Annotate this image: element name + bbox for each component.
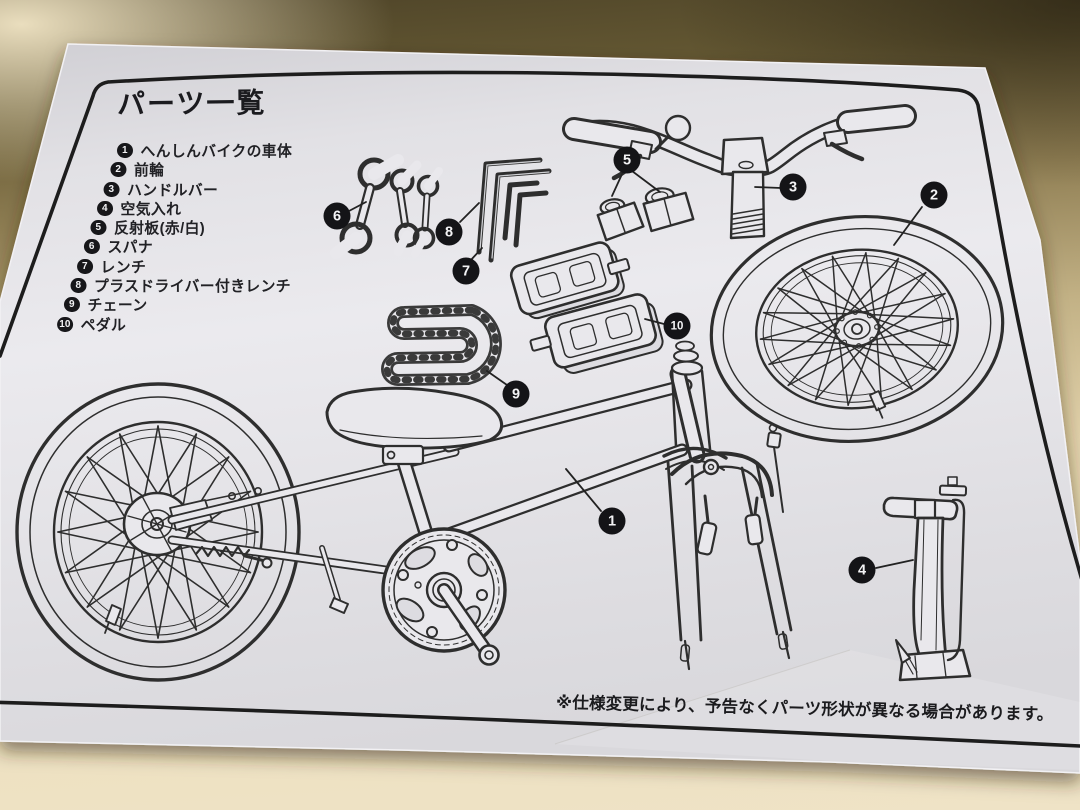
- part-label: 空気入れ: [120, 202, 182, 219]
- part-number-badge: 8: [70, 277, 86, 294]
- pump-barrel: [912, 516, 948, 662]
- part-number-badge: 7: [77, 258, 93, 275]
- parts-list-item: 9 チェーン: [63, 295, 284, 315]
- parts-list-item: 8 プラスドライバー付きレンチ: [70, 276, 291, 296]
- parts-list-item: 3 ハンドルバー: [103, 180, 324, 199]
- part-label: プラスドライバー付きレンチ: [93, 279, 291, 296]
- part-label: スパナ: [107, 240, 153, 257]
- chain-illustration: [381, 304, 502, 386]
- stem-clamp: [720, 136, 770, 176]
- hex-key-illustration: [476, 157, 552, 263]
- callout-9-chain: 9: [502, 380, 530, 408]
- part-number-badge: 10: [57, 316, 73, 333]
- fork-illustration: [662, 340, 793, 671]
- parts-list-item: 7 レンチ: [77, 257, 297, 276]
- saddle: [325, 386, 504, 450]
- part-label: ハンドルバー: [127, 182, 219, 199]
- bell: [664, 114, 692, 142]
- stem-shaft: [729, 170, 766, 240]
- parts-list-item: 2 前輪: [110, 160, 330, 179]
- front-wheel-spokes: [759, 252, 955, 406]
- pedal-illustration: [509, 241, 664, 374]
- callout-8-driver-wrench: 8: [435, 218, 463, 246]
- spanner-illustration: [330, 154, 443, 259]
- callout-2-front-wheel: 2: [920, 181, 948, 209]
- parts-list-item: 10 ペダル: [57, 315, 277, 334]
- handlebar-illustration: [562, 104, 917, 240]
- part-number-badge: 9: [63, 297, 80, 313]
- rear-wheel-illustration: [15, 382, 301, 682]
- part-label: 前輪: [133, 163, 165, 180]
- tire-valve: [869, 390, 887, 419]
- pump-base: [898, 648, 972, 682]
- air-pump-illustration: [882, 476, 972, 682]
- part-number-badge: 2: [110, 162, 126, 178]
- callout-3-handlebar: 3: [779, 173, 807, 201]
- part-label: レンチ: [100, 259, 147, 276]
- right-brake-lever: [823, 129, 848, 147]
- callout-1-frame: 1: [598, 507, 626, 535]
- crank-illustration: [381, 527, 507, 666]
- part-label: へんしんバイクの車体: [140, 144, 293, 161]
- bike-frame-illustration: [167, 365, 706, 614]
- parts-list-item: 6 スパナ: [83, 237, 304, 257]
- reflector-illustration: [596, 187, 695, 242]
- part-number-badge: 5: [90, 220, 106, 236]
- front-wheel-spokes: [759, 252, 955, 406]
- tire-valve: [104, 604, 122, 634]
- printed-border: [0, 70, 1080, 748]
- part-number-badge: 1: [117, 142, 133, 159]
- front-wheel-illustration: [709, 214, 1005, 444]
- part-number-badge: 6: [83, 239, 100, 255]
- part-number-badge: 4: [97, 200, 113, 217]
- part-number-badge: 3: [103, 181, 120, 197]
- parts-list-item: 1 へんしんバイクの車体: [117, 141, 337, 160]
- part-label: ペダル: [80, 317, 127, 334]
- parts-list-item: 4 空気入れ: [97, 199, 317, 218]
- brake-spring: [194, 545, 251, 558]
- callout-4-pump: 4: [848, 556, 876, 584]
- callout-6-spanners: 6: [323, 202, 351, 230]
- pump-hose: [946, 498, 966, 662]
- callout-10-pedals: 10: [663, 312, 691, 340]
- callout-7-wrench: 7: [452, 257, 480, 285]
- parts-list-item: 5 反射板(赤/白): [90, 218, 310, 237]
- part-label: チェーン: [87, 298, 148, 315]
- page-title: パーツ一覧: [116, 87, 267, 120]
- callout-5-reflectors: 5: [613, 146, 641, 174]
